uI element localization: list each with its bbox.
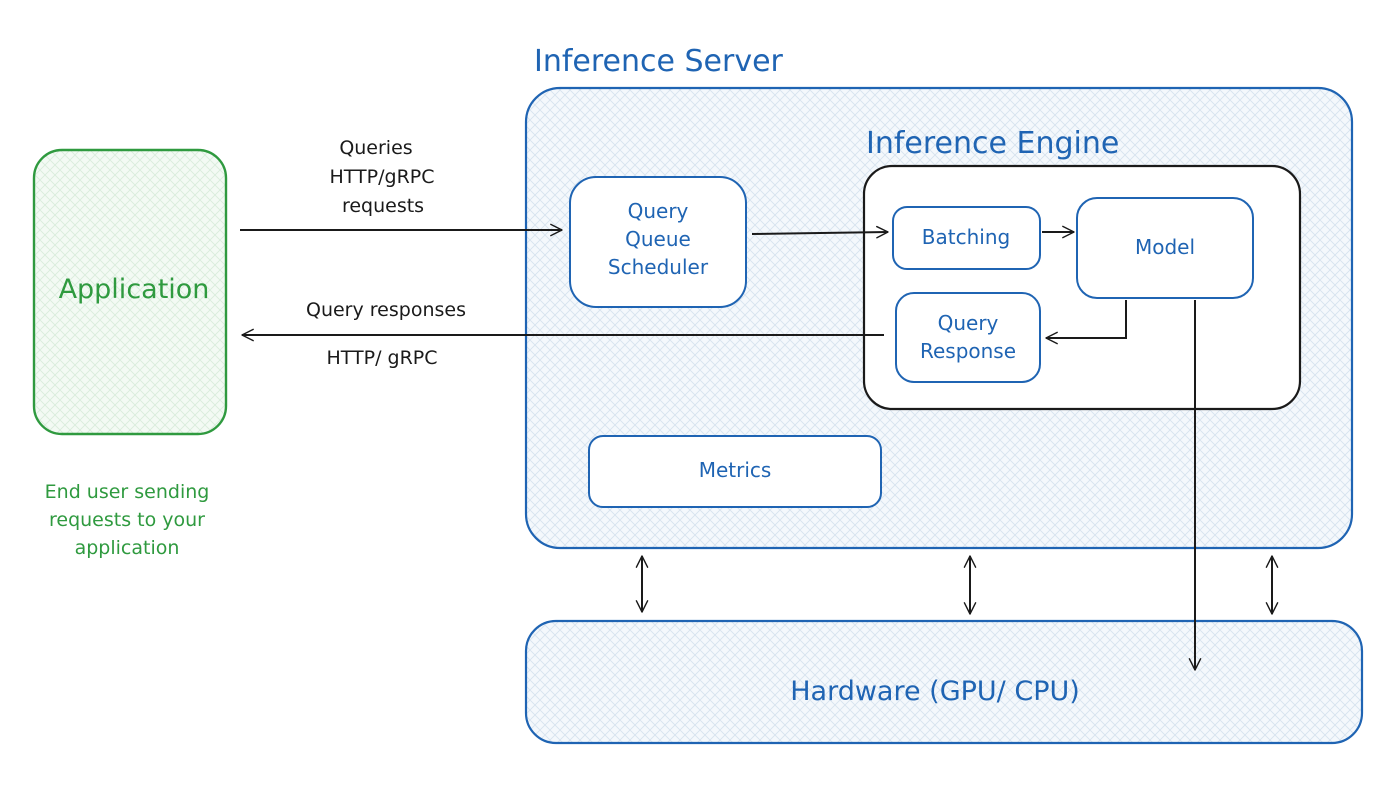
queue-to-batching-arrow	[751, 225, 889, 239]
query-response-line-1: Query	[938, 311, 999, 335]
application-caption-line-1: End user sending	[45, 481, 210, 503]
query-queue-scheduler-box: Query Queue Scheduler	[569, 176, 747, 308]
metrics-label: Metrics	[699, 458, 772, 482]
inference-server-title: Inference Server	[534, 44, 784, 79]
metrics-box: Metrics	[588, 435, 882, 508]
request-label-line-1: Queries	[339, 137, 412, 159]
application-caption-line-2: requests to your	[49, 509, 205, 531]
response-label-bottom: HTTP/ gRPC	[326, 347, 437, 369]
hardware-label: Hardware (GPU/ CPU)	[790, 676, 1080, 707]
queue-line-2: Queue	[625, 227, 691, 251]
query-response-line-2: Response	[920, 339, 1016, 363]
batching-box: Batching	[892, 206, 1041, 270]
model-label: Model	[1135, 235, 1195, 259]
query-response-box: Query Response	[895, 292, 1041, 383]
hardware-box: Hardware (GPU/ CPU)	[524, 619, 1364, 745]
request-label-line-3: requests	[342, 195, 424, 217]
inference-engine-title: Inference Engine	[866, 126, 1119, 161]
application-label: Application	[59, 274, 210, 305]
model-box: Model	[1076, 197, 1254, 299]
response-label-top: Query responses	[306, 299, 466, 321]
server-hardware-links	[635, 555, 1279, 615]
request-arrow: Queries HTTP/gRPC requests	[240, 137, 563, 237]
queue-line-3: Scheduler	[608, 255, 709, 279]
model-to-response-arrow	[1045, 300, 1127, 345]
flow-arrows	[751, 225, 1202, 671]
request-label-line-2: HTTP/gRPC	[329, 166, 434, 188]
batching-label: Batching	[922, 225, 1010, 249]
application-caption-line-3: application	[75, 537, 180, 559]
queue-line-1: Query	[628, 199, 689, 223]
application-box: Application	[32, 148, 228, 436]
application-caption: End user sending requests to your applic…	[45, 481, 210, 559]
response-arrow: Query responses HTTP/ gRPC	[241, 299, 884, 369]
